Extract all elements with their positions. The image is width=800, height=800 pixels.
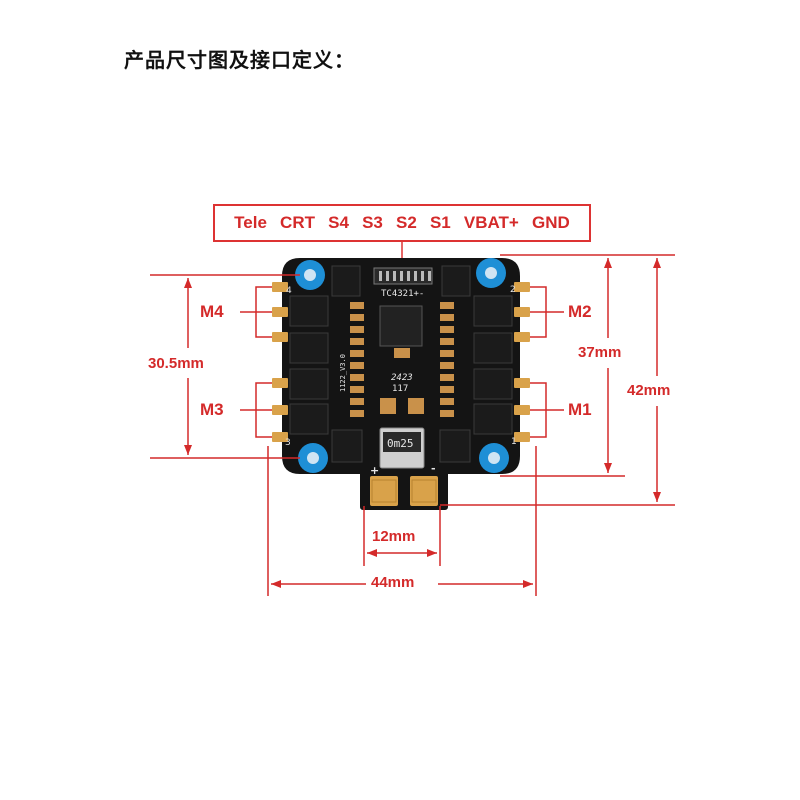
- board-model-text: TC4321+-: [381, 289, 424, 299]
- board-width-label: 44mm: [371, 574, 415, 591]
- power-pad-negative: [370, 476, 398, 506]
- board-version-text: 1122_V3.0: [339, 354, 347, 392]
- pin-label: VBAT+: [463, 213, 519, 232]
- mount-spacing-label: 30.5mm: [148, 355, 204, 372]
- pin-label: Tele: [234, 213, 267, 232]
- pin-label: S1: [429, 213, 451, 232]
- esc-board: [272, 258, 530, 510]
- mosfets-right: [439, 265, 513, 463]
- pin-label: S4: [328, 213, 349, 232]
- corner-label-2: 2: [510, 285, 516, 295]
- inner-height-label: 37mm: [578, 344, 622, 361]
- motor-label-m1: M1: [568, 400, 592, 419]
- dimension-lines: [150, 254, 675, 596]
- mount-hole: [479, 443, 509, 473]
- pin-label: CRT: [280, 213, 315, 232]
- mosfets-left: [289, 265, 363, 463]
- page-title: 产品尺寸图及接口定义：: [124, 48, 355, 72]
- pin-label: S3: [362, 213, 383, 232]
- pad-width-label: 12mm: [372, 528, 416, 545]
- motor-pads-right: [514, 282, 530, 442]
- outer-height-label: 42mm: [627, 382, 671, 399]
- power-pad-positive: [410, 476, 438, 506]
- mount-hole: [476, 258, 506, 288]
- motor-label-m3: M3: [200, 400, 224, 419]
- date-code-text: 2423: [391, 373, 413, 383]
- pin-label: S2: [396, 213, 417, 232]
- passive-components-right: [408, 302, 454, 417]
- mount-hole: [295, 260, 325, 290]
- pad-minus-text: -: [431, 462, 436, 475]
- passive-components-left: [350, 302, 396, 417]
- motor-label-m2: M2: [568, 302, 592, 321]
- mount-hole: [298, 443, 328, 473]
- shunt-value-text: 0m25: [387, 437, 414, 450]
- regulator-chip: [379, 305, 423, 347]
- dimension-arrowheads: [184, 258, 661, 588]
- motor-label-m4: M4: [200, 302, 224, 321]
- motor-pads-left: [272, 282, 288, 442]
- lot-text: 117: [392, 384, 408, 394]
- pin-definition-box: Tele CRT S4 S3 S2 S1 VBAT+ GND: [213, 204, 591, 242]
- corner-label-4: 4: [286, 286, 292, 296]
- pin-label: GND: [531, 213, 570, 232]
- corner-label-3: 3: [285, 438, 291, 448]
- pad-plus-text: +: [370, 464, 379, 477]
- corner-label-1: 1: [511, 437, 517, 447]
